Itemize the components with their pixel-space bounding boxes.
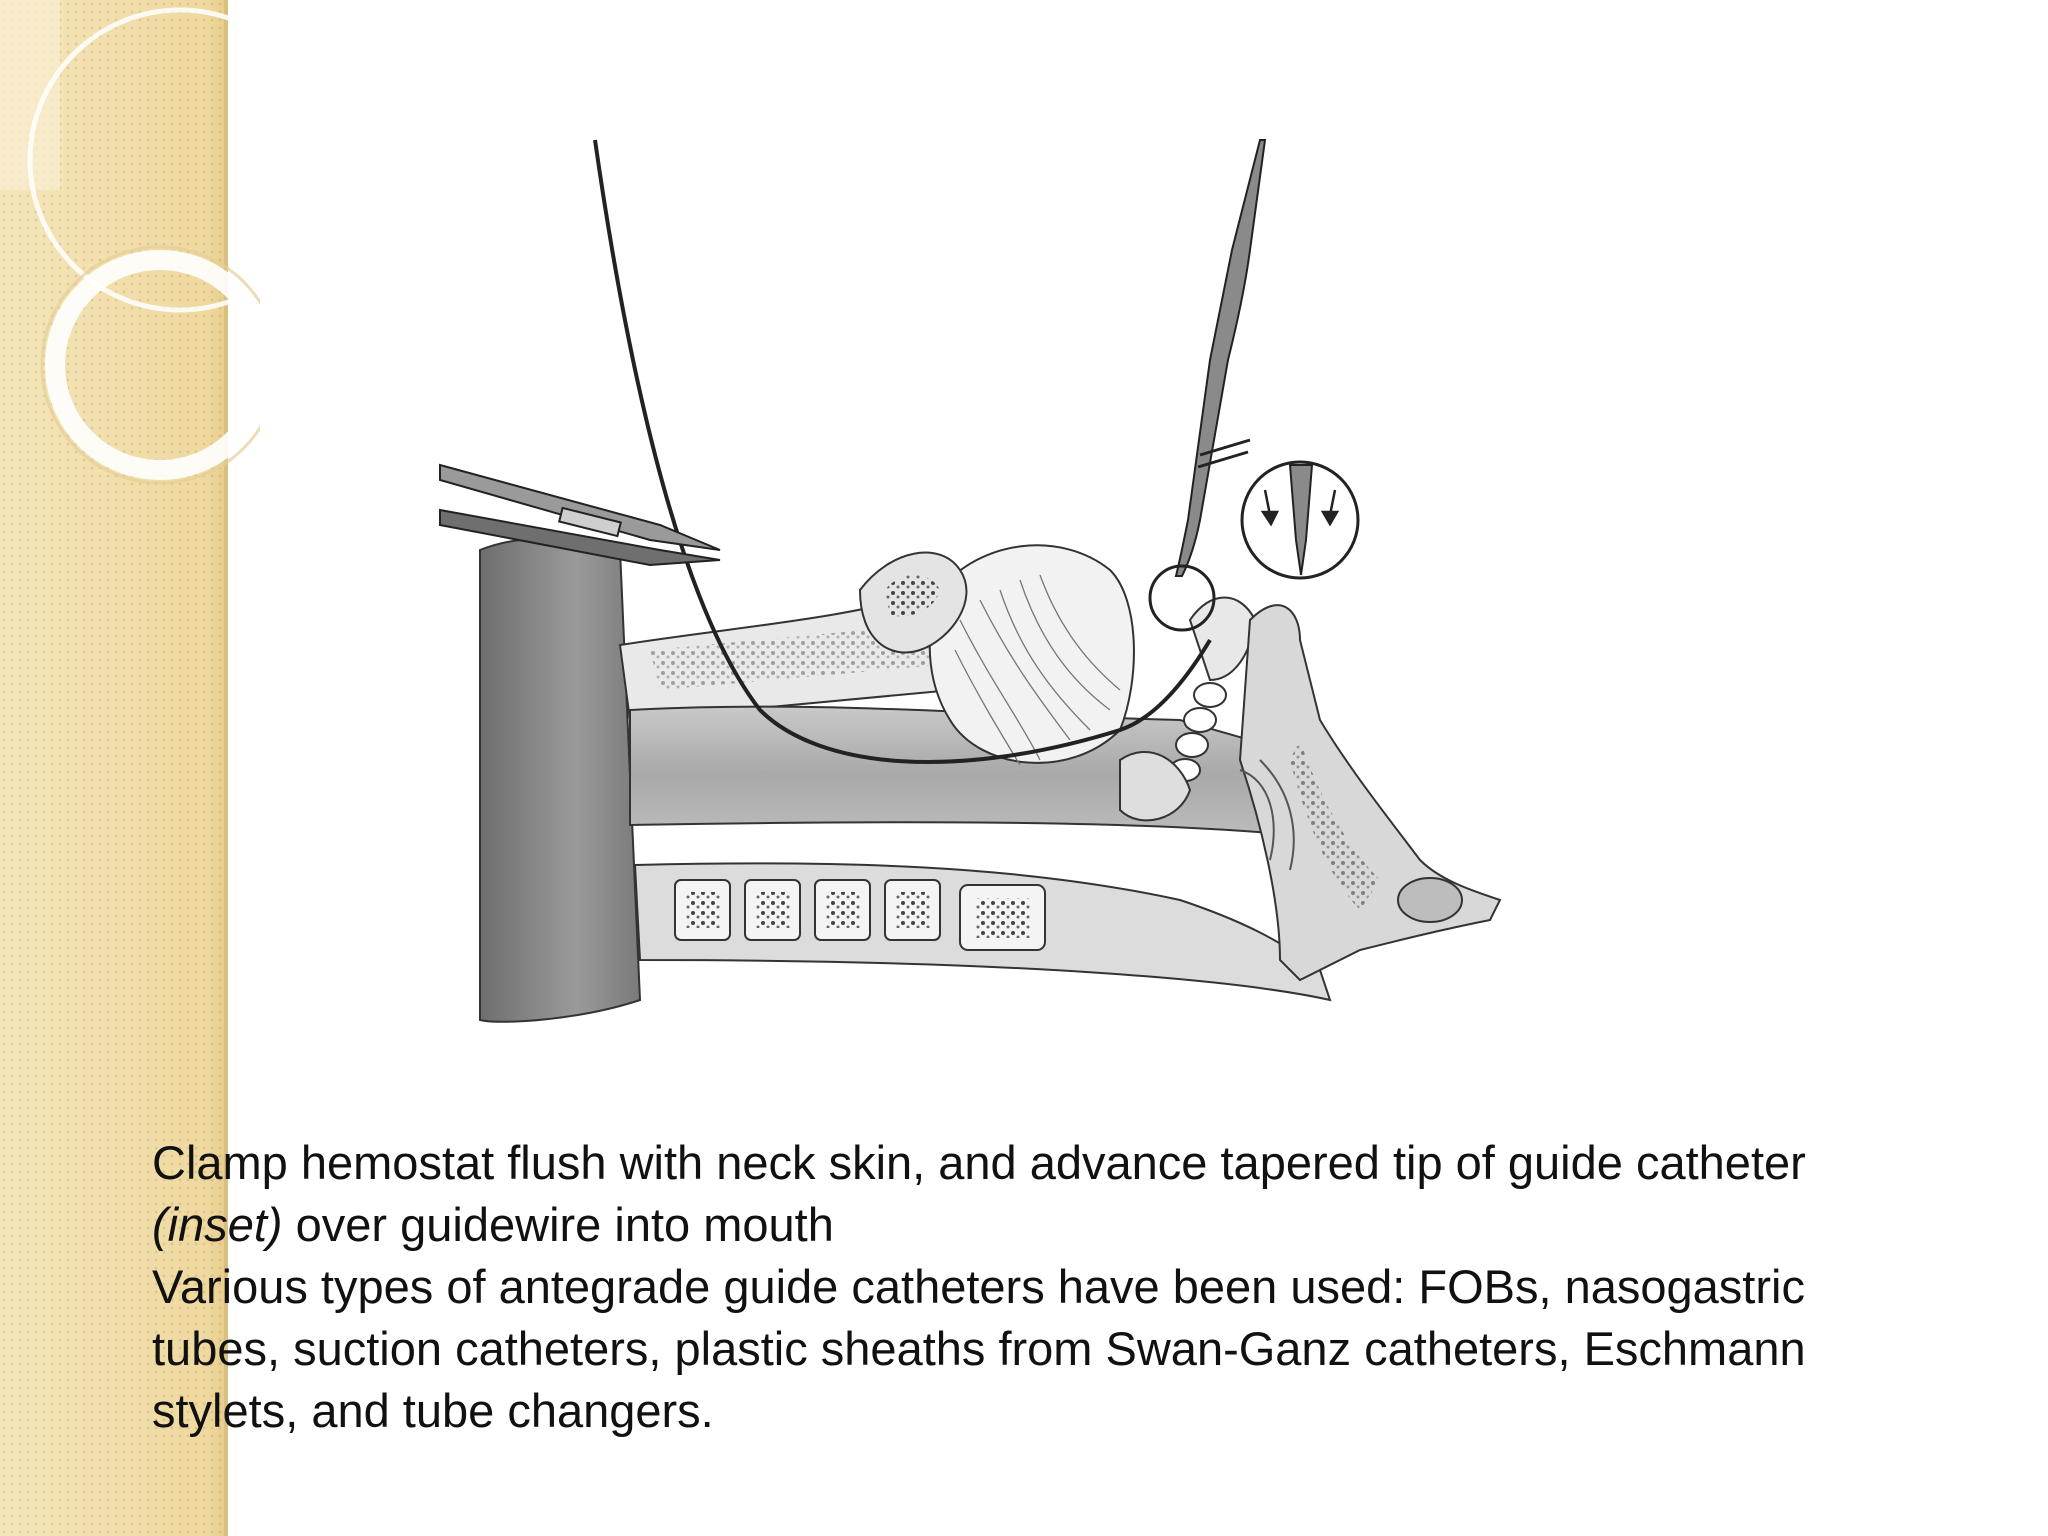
- lower-lip: [1119, 750, 1192, 822]
- slide-caption: Clamp hemostat flush with neck skin, and…: [152, 1132, 1872, 1442]
- catheter-break-marks: [1197, 438, 1251, 469]
- caption-paragraph-2: Various types of antegrade guide cathete…: [152, 1260, 1806, 1437]
- caption-paragraph-1: Clamp hemostat flush with neck skin, and…: [152, 1132, 1872, 1256]
- neck-collar: [479, 537, 642, 1023]
- tip-highlight-circle: [1148, 564, 1216, 632]
- caption-text-1: Clamp hemostat flush with neck skin, and…: [152, 1136, 1806, 1189]
- inset-tapered-tip: [1288, 464, 1314, 576]
- hemostat: [439, 463, 721, 567]
- anatomical-illustration: [439, 139, 1502, 1023]
- face-profile: [1238, 604, 1502, 982]
- caption-text-1-tail: over guidewire into mouth: [282, 1198, 834, 1251]
- inset-arrows: [1260, 489, 1340, 527]
- vertebra-marrow: [685, 892, 1030, 938]
- palate-folds: [1239, 759, 1295, 871]
- nasal-speckle: [1290, 740, 1380, 910]
- sinus: [1397, 877, 1463, 923]
- upper-lip: [1188, 596, 1257, 682]
- tissue-speckle: [650, 625, 940, 690]
- guidewire: [593, 139, 1212, 764]
- mandible-marrow: [885, 575, 940, 617]
- side-band-edge: [224, 0, 228, 1536]
- caption-inset-term: (inset): [152, 1198, 283, 1251]
